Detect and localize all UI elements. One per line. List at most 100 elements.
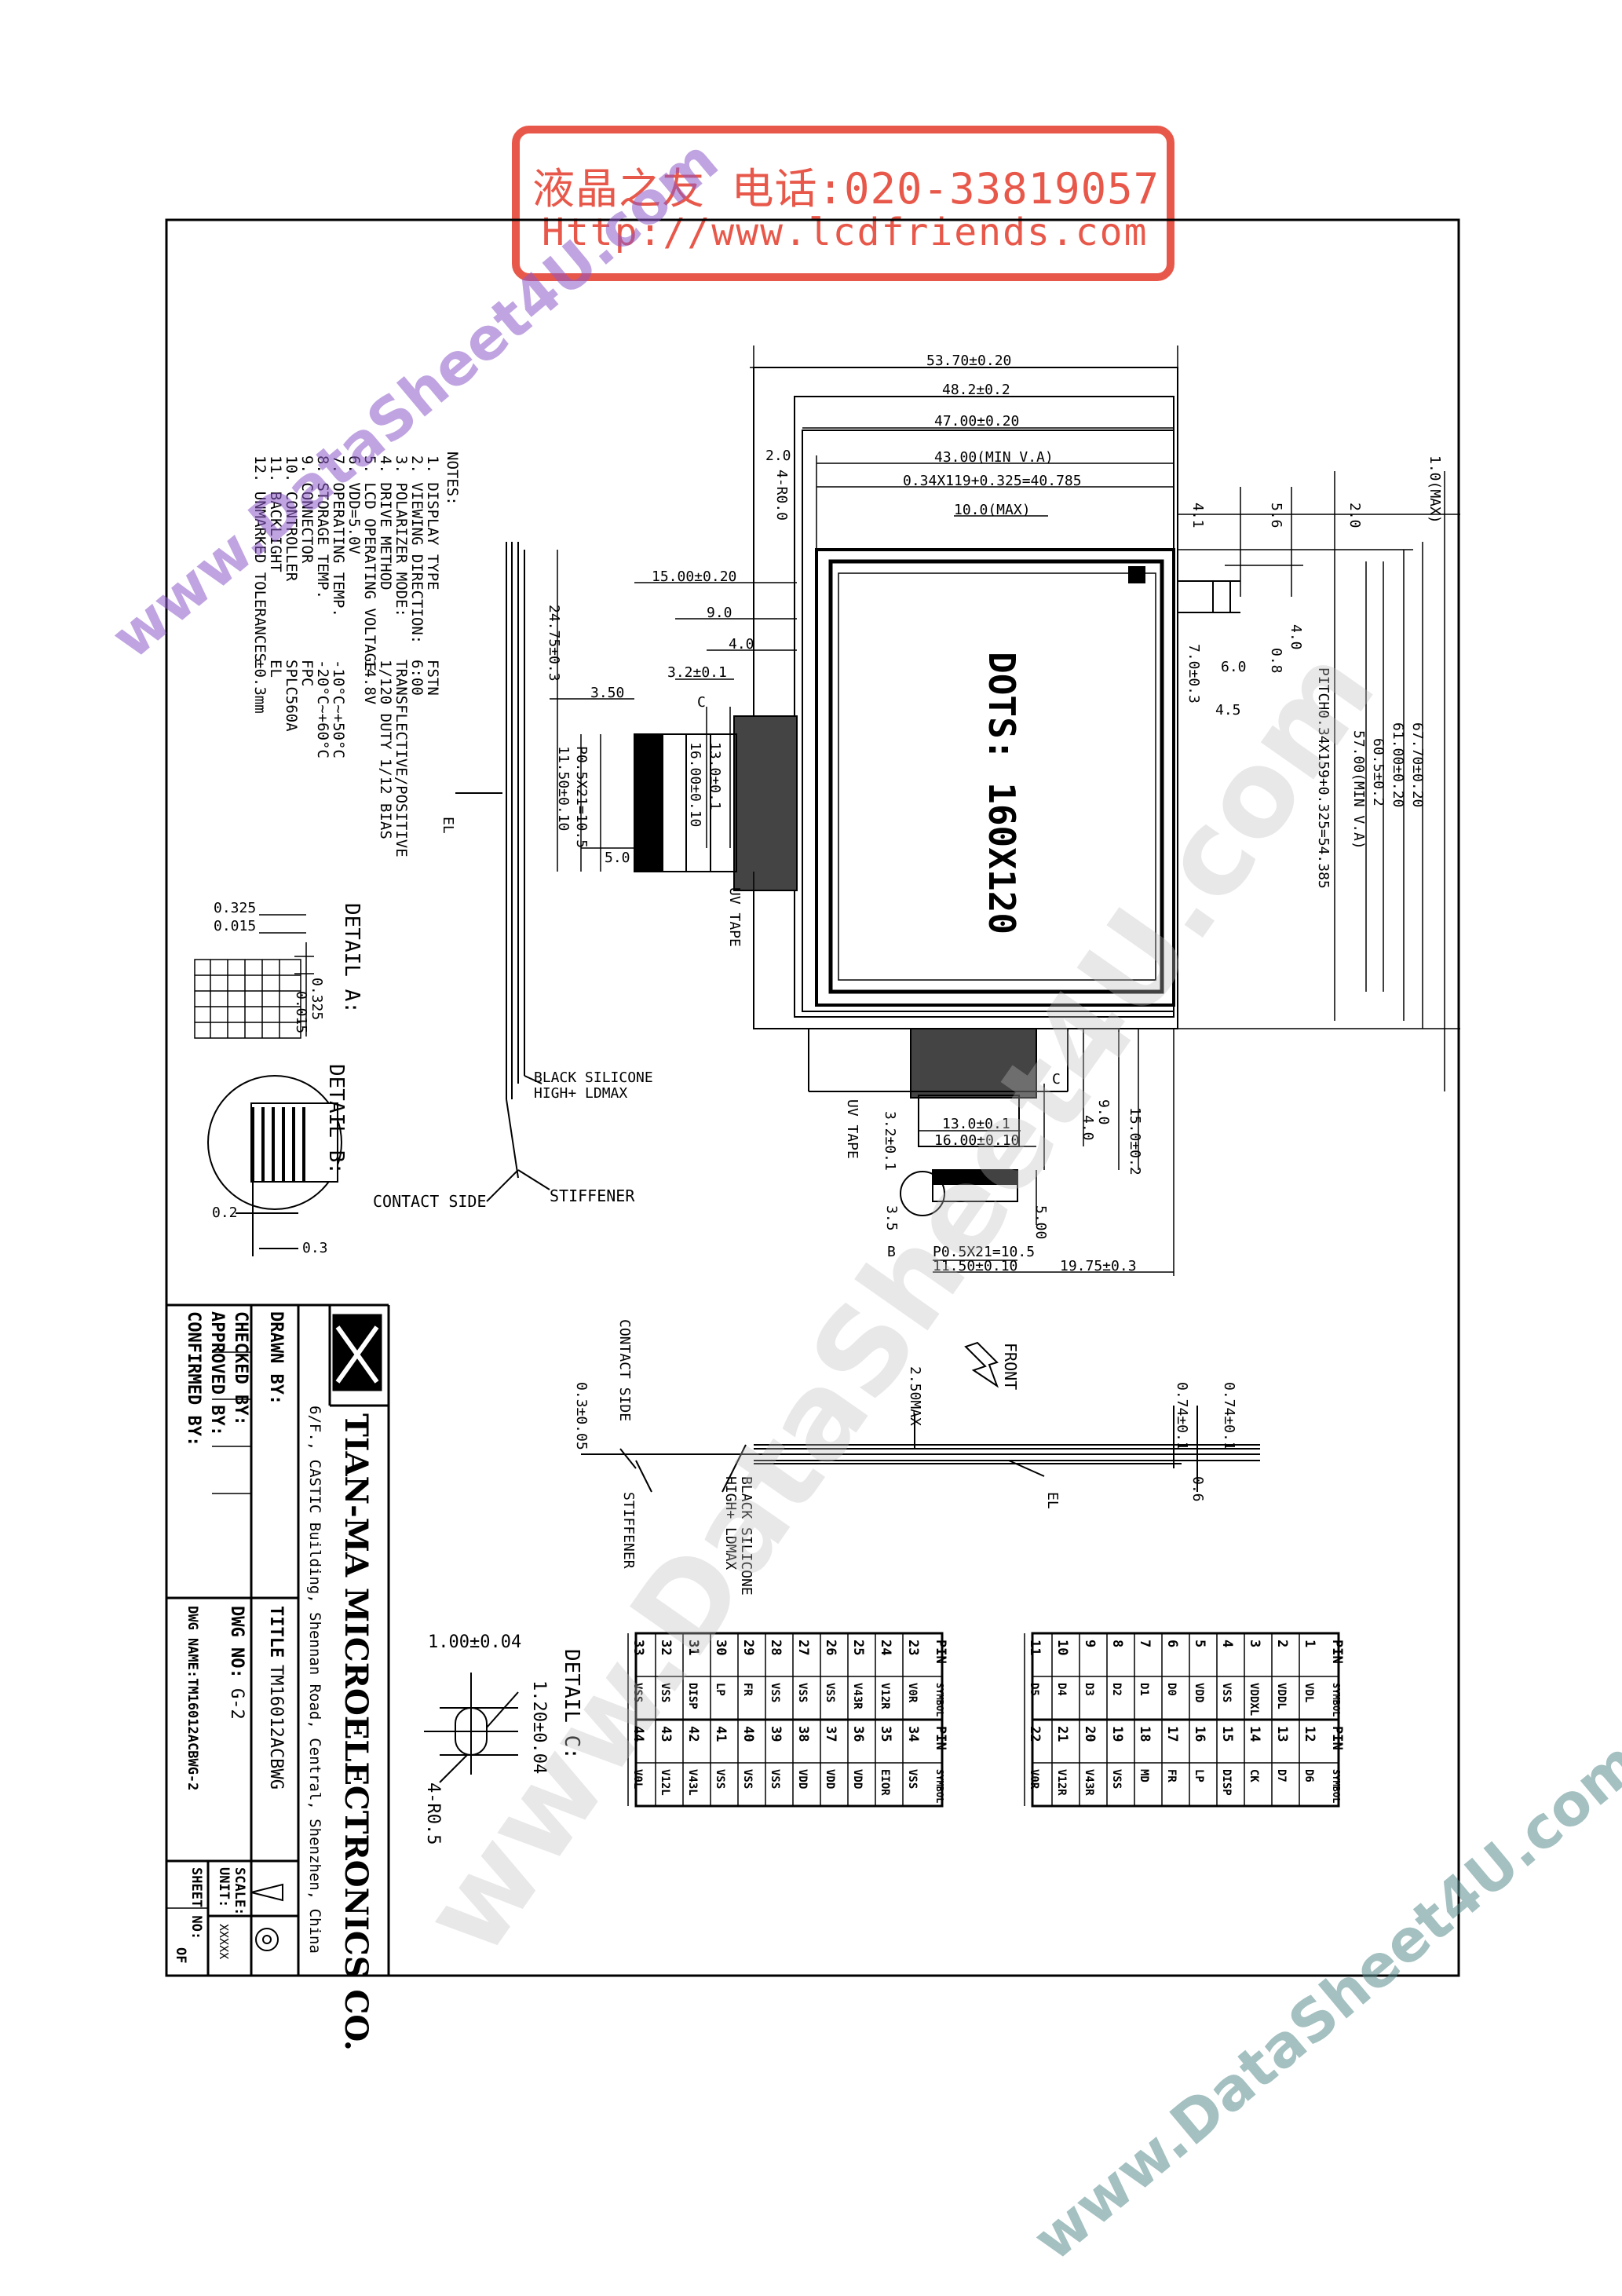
pin-table-cell: 37 bbox=[823, 1726, 838, 1742]
right-dimension-lines bbox=[1178, 471, 1460, 1091]
pin-table-cell: 12 bbox=[1302, 1726, 1317, 1742]
label-contact-side-bottom: CONTACT SIDE bbox=[616, 1319, 633, 1421]
svg-text:FPC: FPC bbox=[298, 660, 316, 686]
title-value: TM16012ACBWG bbox=[266, 1665, 286, 1790]
pin-table-cell: 4 bbox=[1219, 1640, 1235, 1647]
pin-table-cell: 21 bbox=[1054, 1726, 1070, 1742]
detail-c-1-00: 1.00±0.04 bbox=[428, 1632, 521, 1652]
pin-table-cell: 13 bbox=[1274, 1726, 1290, 1742]
dim-13-0-bottom: 13.0±0.1 bbox=[942, 1116, 1010, 1132]
pin-table-cell: VSS bbox=[769, 1769, 781, 1789]
dim-47-00: 47.00±0.20 bbox=[934, 413, 1019, 430]
pin-table-cell: DISP bbox=[1220, 1769, 1233, 1796]
dwg-name: DWG NAME:TM16012ACBWG-2 bbox=[184, 1606, 200, 1790]
label-black-silicone-side: BLACK SILICONE bbox=[534, 1069, 653, 1086]
dim-4-r0-0: 4-R0.0 bbox=[773, 470, 790, 521]
pin-table-cell: V12R bbox=[879, 1683, 891, 1709]
svg-text:EL: EL bbox=[267, 660, 284, 678]
pin-table-cell: D2 bbox=[1110, 1683, 1123, 1696]
company-name: TIAN-MA MICROELECTRONICS CO. bbox=[338, 1413, 374, 2051]
dim-0-6: 0.6 bbox=[1189, 1476, 1206, 1502]
pin-table-cell: 8 bbox=[1109, 1640, 1125, 1647]
sheet-of: OF bbox=[173, 1947, 188, 1963]
dim-11-50-left: 11.50±0.10 bbox=[555, 746, 572, 831]
dim-7-0: 7.0±0.3 bbox=[1185, 644, 1202, 704]
dim-5-0: 5.0 bbox=[605, 850, 630, 866]
svg-text:9. CONNECTOR: 9. CONNECTOR bbox=[298, 455, 316, 564]
svg-text:-20°C~+60°C: -20°C~+60°C bbox=[314, 660, 331, 759]
company-address: 6/F., CASTIC Building, Shennan Road, Cen… bbox=[306, 1406, 323, 1954]
pin-table-cell: 26 bbox=[823, 1640, 838, 1655]
pin-table-cell: V0L bbox=[631, 1769, 644, 1789]
label-c-bottom: C bbox=[1052, 1071, 1061, 1088]
pin-table-cell: V12L bbox=[659, 1769, 671, 1796]
pin-table-cell: 28 bbox=[768, 1640, 784, 1655]
dim-pitch-y: PITCH0.34X159+0.325=54.385 bbox=[1315, 667, 1332, 889]
checked-by: CHECKED BY: bbox=[231, 1311, 250, 1426]
pin-table-cell: VSS bbox=[741, 1769, 754, 1789]
pin-table-cell: 14 bbox=[1247, 1726, 1262, 1742]
detail-b-0-3: 0.3 bbox=[302, 1240, 328, 1256]
pin-table-cell: VDL bbox=[1302, 1683, 1315, 1702]
dim-1-0max: 1.0(MAX) bbox=[1427, 455, 1443, 524]
svg-text:7. OPERATING TEMP.: 7. OPERATING TEMP. bbox=[330, 455, 347, 617]
pin-table-cell: V43R bbox=[851, 1683, 864, 1709]
svg-text:10. CONTROLLER: 10. CONTROLLER bbox=[283, 455, 300, 582]
pin-table-cell: LP bbox=[714, 1683, 726, 1696]
pin-table-cell: V43L bbox=[686, 1769, 699, 1796]
drawn-by: DRAWN BY: bbox=[266, 1311, 286, 1405]
dim-16-00-bottom: 16.00±0.10 bbox=[934, 1132, 1019, 1149]
pin-table-cell: D3 bbox=[1083, 1683, 1095, 1696]
label-front: FRONT bbox=[1001, 1343, 1020, 1390]
sheet-no: SHEET NO: bbox=[188, 1867, 204, 1940]
detail-a-0-015-right: 0.015 bbox=[293, 991, 309, 1033]
dwg-no-label: DWG NO: bbox=[227, 1606, 247, 1679]
pin-table-cell: VDDL bbox=[1275, 1683, 1288, 1709]
pin-table-cell: LP bbox=[1193, 1769, 1205, 1782]
pin-table-cell: 27 bbox=[795, 1640, 811, 1655]
top-dimension-lines bbox=[750, 345, 1178, 550]
notes-title: NOTES: bbox=[444, 452, 461, 506]
pin-table-header: SYMBOL bbox=[1331, 1769, 1342, 1803]
pin-table-cell: 40 bbox=[740, 1726, 756, 1742]
pin-table-cell: 44 bbox=[630, 1726, 646, 1742]
svg-text:TRANSFLECTIVE/POSITIVE: TRANSFLECTIVE/POSITIVE bbox=[393, 660, 410, 857]
pin-table-cell: 15 bbox=[1219, 1726, 1235, 1742]
dim-2-0-right: 2.0 bbox=[1346, 503, 1363, 528]
pin-table-header: PIN bbox=[933, 1640, 948, 1664]
pin-table-cell: D7 bbox=[1275, 1769, 1288, 1782]
svg-text:6. VDD=5.0V: 6. VDD=5.0V bbox=[345, 455, 363, 554]
pin-table-cell: 42 bbox=[685, 1726, 701, 1742]
label-el-left: EL bbox=[440, 817, 456, 834]
dim-3-2: 3.2±0.1 bbox=[667, 664, 727, 681]
pin-table-cell: 24 bbox=[878, 1640, 893, 1655]
pin-table-cell: D0 bbox=[1165, 1683, 1178, 1696]
pin-table-cell: 10 bbox=[1054, 1640, 1070, 1655]
svg-text:4. DRIVE METHOD: 4. DRIVE METHOD bbox=[377, 455, 394, 590]
pin-table-cell: 35 bbox=[878, 1726, 893, 1742]
dim-4-0-right: 4.0 bbox=[1288, 624, 1304, 650]
svg-text:1/120 DUTY 1/12 BIAS: 1/120 DUTY 1/12 BIAS bbox=[377, 660, 394, 839]
dim-53-70: 53.70±0.20 bbox=[926, 353, 1011, 369]
pin-table-cell: VSS bbox=[824, 1683, 836, 1702]
unit-label: UNIT: bbox=[216, 1867, 232, 1907]
dim-0-3: 0.3±0.05 bbox=[573, 1382, 590, 1450]
pin-table-cell: D5 bbox=[1028, 1683, 1040, 1696]
pin-table-left: PINSYMBOLPINSYMBOL1VDL12D62VDDL13D73VDDX… bbox=[1024, 1633, 1345, 1806]
pin-table-cell: VSS bbox=[796, 1683, 809, 1702]
pin-table-cell: D6 bbox=[1302, 1769, 1315, 1782]
dim-2-0-top: 2.0 bbox=[765, 448, 791, 464]
dim-4-0-bottom: 4.0 bbox=[1080, 1115, 1096, 1141]
svg-text:6:00: 6:00 bbox=[408, 660, 426, 696]
side-view bbox=[455, 542, 550, 1202]
dim-5-6: 5.6 bbox=[1268, 503, 1284, 528]
bottom-fpc-tail bbox=[910, 1028, 1037, 1099]
dim-2-50max: 2.50MAX bbox=[907, 1366, 923, 1426]
dim-0-74-b: 0.74±0.1 bbox=[1221, 1382, 1237, 1450]
label-high-ldmax-bottom: HIGH+ LDMAX bbox=[722, 1476, 739, 1570]
dim-15-00: 15.00±0.20 bbox=[652, 569, 736, 585]
pin-table-cell: VDD bbox=[851, 1769, 864, 1789]
pin-table-right: PINSYMBOLPINSYMBOL23V0R34VSS24V12R35EIOR… bbox=[627, 1633, 948, 1806]
label-stiffener-side: STIFFENER bbox=[550, 1186, 635, 1205]
